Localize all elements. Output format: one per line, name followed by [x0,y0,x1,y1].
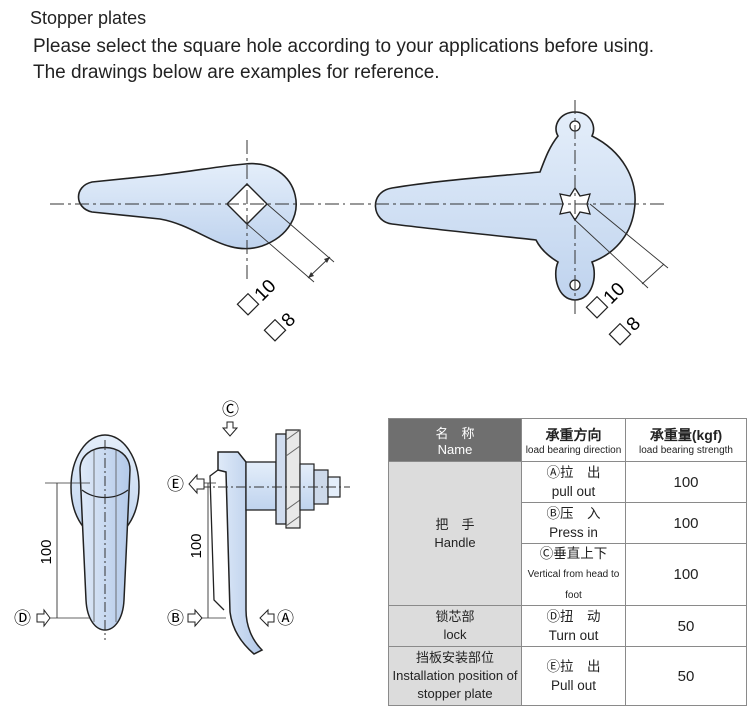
row-value: 50 [625,646,747,706]
group-stopper-en: Installation position of stopper plate [392,668,518,701]
group-lock-en: lock [443,627,467,642]
row-dir-en: pull out [551,484,596,499]
group-handle: 把 手 Handle [388,461,522,606]
row-dir-zh: Ⓒ垂直上下 [539,546,608,561]
row-dir: Ⓔ拉 出 Pull out [521,646,626,706]
dim-sq8-plate1: 8 [278,309,300,331]
dim-h100-front: 100 [38,539,55,564]
marker-e: Ⓔ [167,473,205,495]
row-dir: Ⓐ拉 出 pull out [521,461,626,503]
row-value: 50 [625,605,747,647]
row-dir-en: Turn out [548,628,599,643]
dim-h100-side: 100 [188,533,205,558]
row-dir: Ⓒ垂直上下 Vertical from head to foot [521,543,626,606]
col-direction: 承重方向 load bearing direction [521,418,626,462]
col-strength: 承重量(kgf) load bearing strength [625,418,747,462]
col-name-zh: 名 称 [435,426,475,441]
marker-c-label: Ⓒ [222,400,239,419]
dim-label-plate2: 10 8 [585,279,645,346]
group-stopper-zh: 挡板安装部位 [415,650,494,665]
group-lock-zh: 锁芯部 [435,609,475,624]
row-dir: Ⓓ扭 动 Turn out [521,605,626,647]
row-dir-zh: Ⓔ拉 出 [546,659,601,674]
stopper-plate-square [50,140,345,283]
stopper-plate-star [350,100,669,318]
marker-a-label: Ⓐ [277,609,294,628]
group-lock: 锁芯部 lock [388,605,522,647]
dim-label-plate1: 10 8 [236,276,300,342]
group-handle-zh: 把 手 [435,516,475,532]
col-direction-zh: 承重方向 [545,426,602,443]
col-name: 名 称 Name [388,418,522,462]
handle-front-view: 100 [38,434,140,640]
page-title: Stopper plates [30,8,147,28]
marker-d: Ⓓ [14,609,31,628]
marker-b: Ⓑ [167,608,203,628]
row-dir-zh: Ⓐ拉 出 [546,465,601,480]
row-dir-en: Pull out [550,678,597,693]
row-value: 100 [625,502,747,544]
intro-line-2: The drawings below are examples for refe… [33,62,440,83]
marker-d-front: Ⓓ [14,608,51,628]
marker-e-label: Ⓔ [167,475,184,494]
col-strength-zh: 承重量(kgf) [649,426,723,443]
row-value: 100 [625,461,747,503]
marker-a: Ⓐ [259,608,294,628]
group-handle-en: Handle [434,534,476,550]
handle-side-view: 100 [188,429,350,655]
load-bearing-table: 名 称 Name 承重方向 load bearing direction 承重量… [388,418,747,706]
marker-c: Ⓒ [221,400,239,437]
dim-sq8-plate2: 8 [623,313,645,335]
col-strength-en: load bearing strength [639,444,733,456]
intro-line-1: Please select the square hole according … [33,36,655,57]
row-value: 100 [625,543,747,606]
row-dir-en: Press in [549,525,598,540]
row-dir: Ⓑ压 入 Press in [521,502,626,544]
col-name-en: Name [437,442,473,457]
marker-b-label: Ⓑ [167,609,184,628]
row-dir-zh: Ⓑ压 入 [546,506,601,521]
row-dir-en: Vertical from head to foot [527,569,620,601]
col-direction-en: load bearing direction [525,444,622,456]
row-dir-zh: Ⓓ扭 动 [546,609,601,624]
group-stopper: 挡板安装部位 Installation position of stopper … [388,646,522,706]
